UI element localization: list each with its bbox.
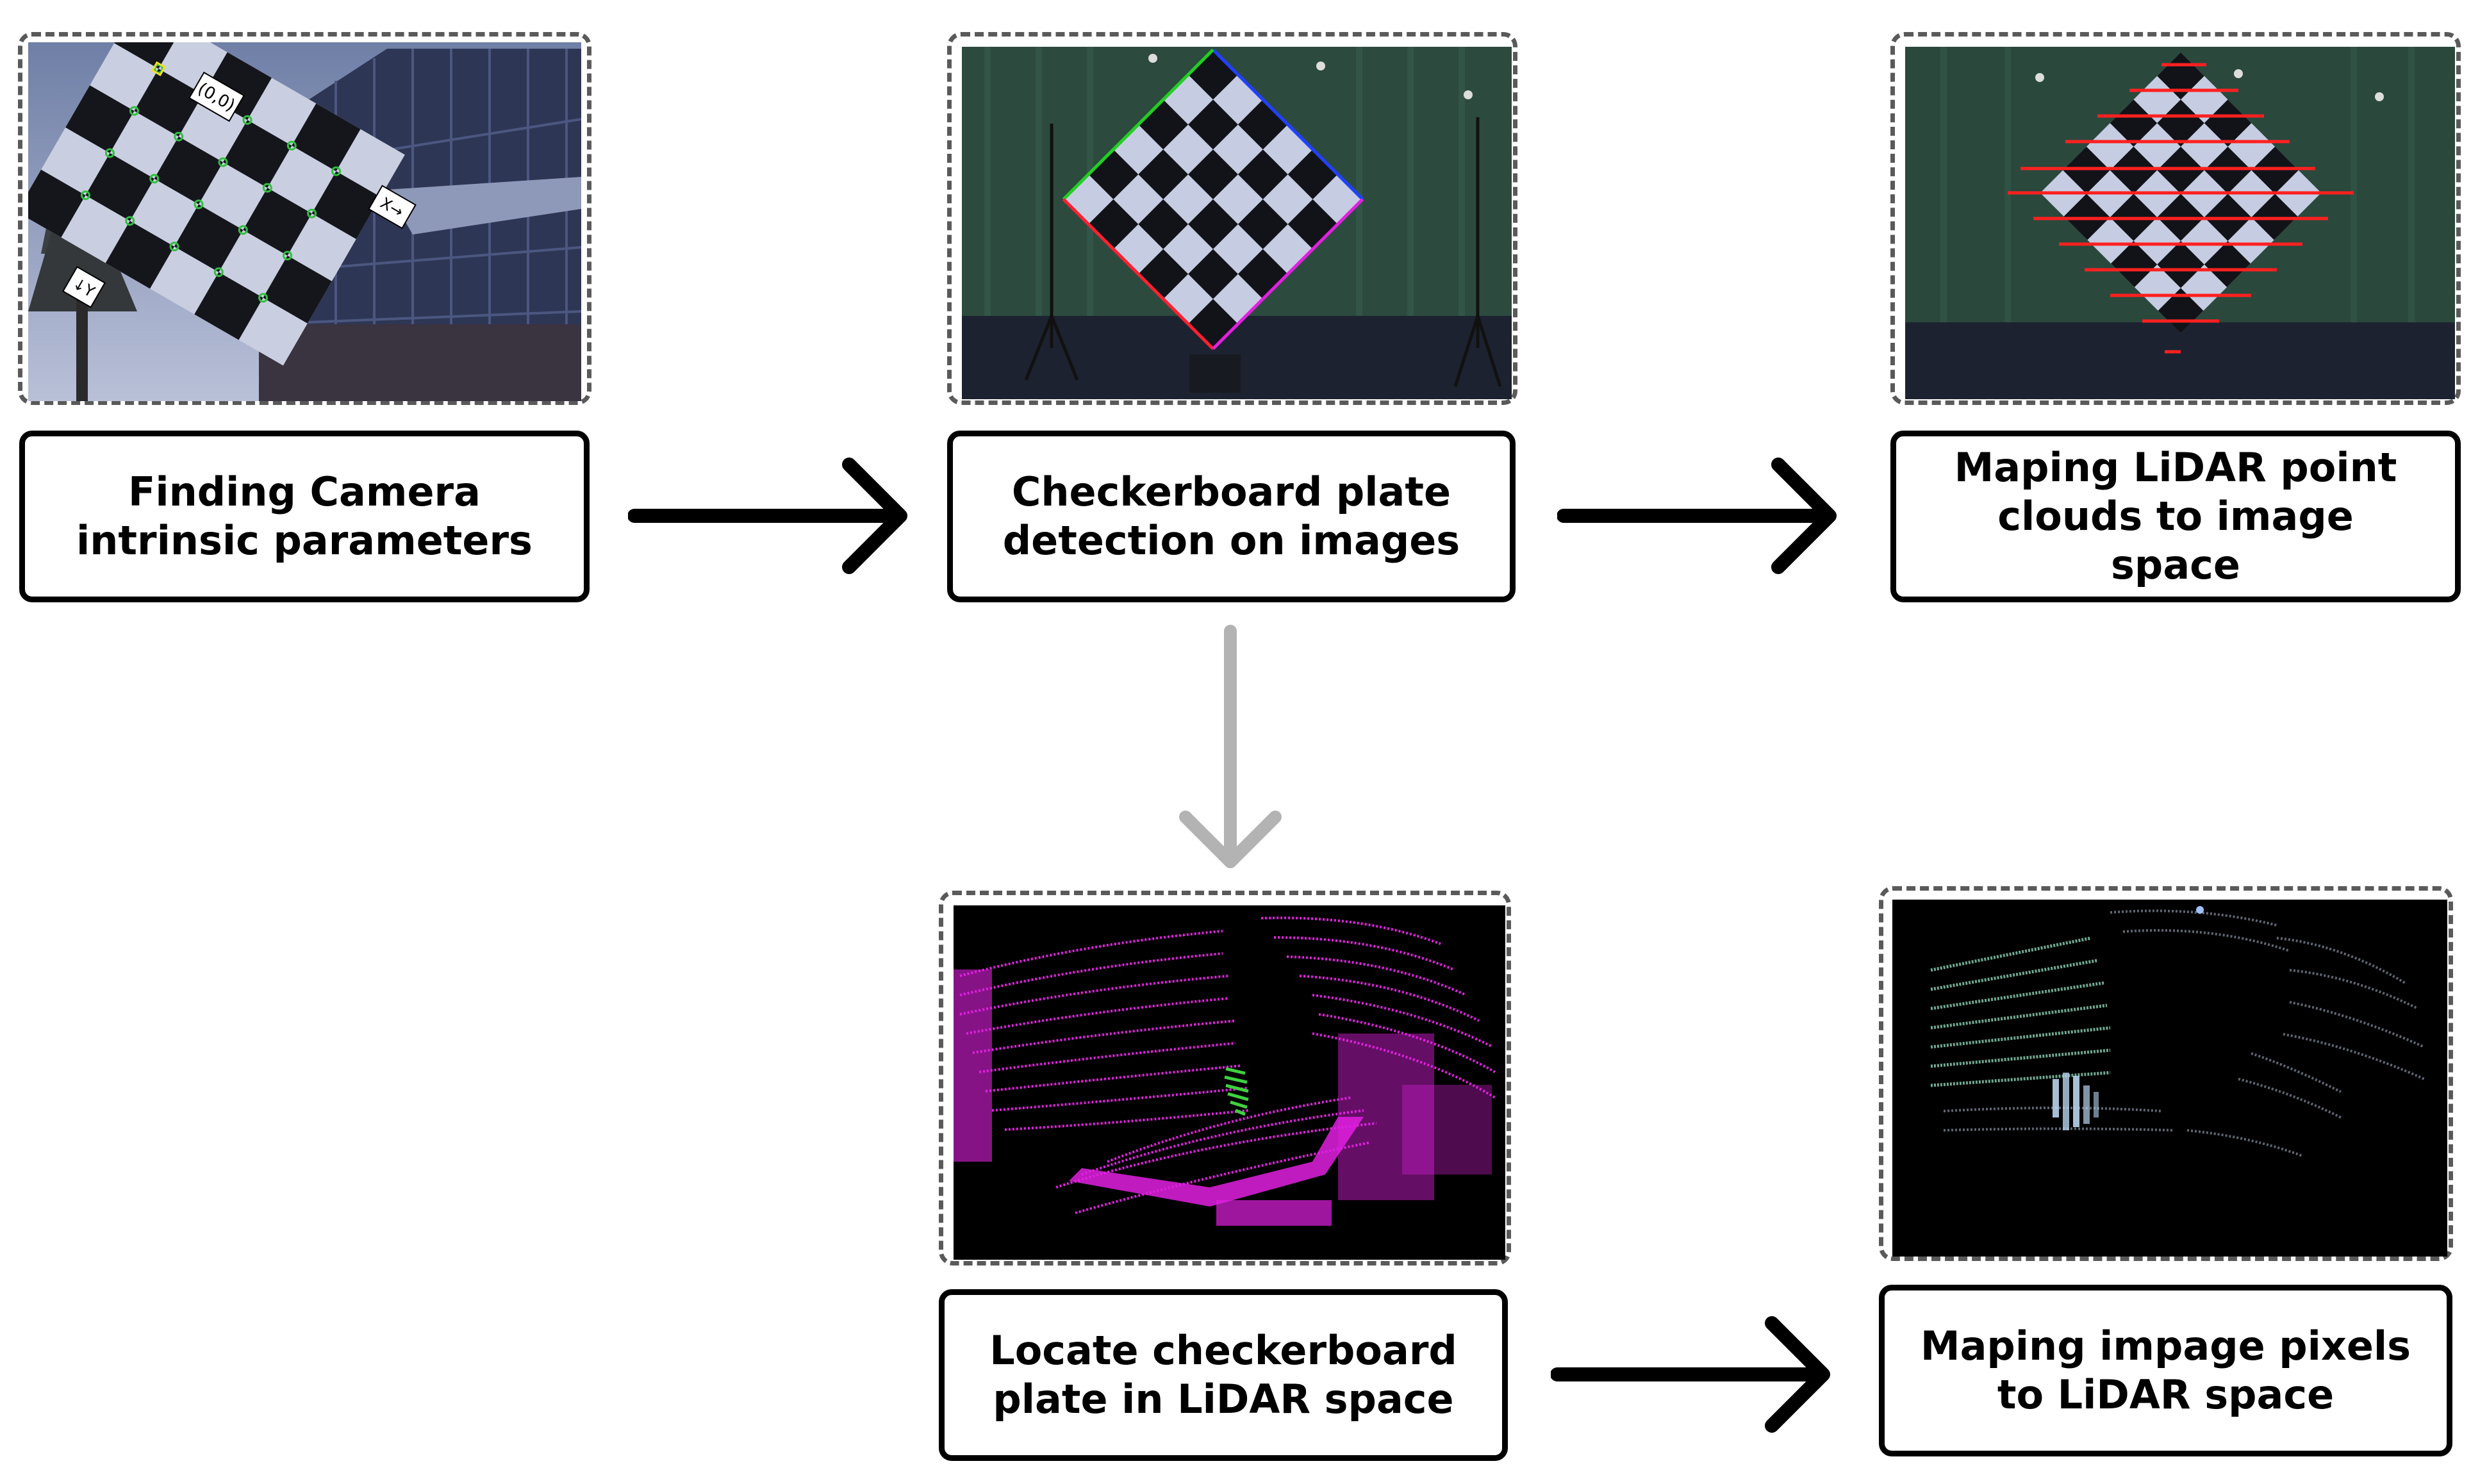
- arrow-intrinsic-to-detection: [628, 458, 907, 574]
- step-detection-box: Checkerboard plate detection on images: [947, 431, 1516, 602]
- step-mapping-pixels-to-lidar-box: Maping impage pixels to LiDAR space: [1879, 1285, 2452, 1456]
- step-intrinsic-label: Finding Camera intrinsic parameters: [76, 468, 533, 564]
- arrow-detection-to-mapping: [1557, 458, 1837, 574]
- step-mapping-lidar-to-image-box: Maping LiDAR point clouds to image space: [1890, 431, 2461, 602]
- y-axis-label: ↓Y: [62, 266, 106, 308]
- camera-calibration-image-frame: (0,0) X→ ↓Y: [18, 32, 591, 405]
- arrow-detection-to-locate: [1179, 625, 1282, 868]
- lidar-overlay-image: [1905, 47, 2455, 399]
- arrow-locate-to-mapping-pixels: [1551, 1316, 1830, 1433]
- step-intrinsic-box: Finding Camera intrinsic parameters: [19, 431, 590, 602]
- step-locate-in-lidar-label: Locate checkerboard plate in LiDAR space: [989, 1327, 1457, 1422]
- lidar-point-cloud-image: [954, 905, 1505, 1260]
- colored-point-cloud-image-frame: [1879, 886, 2453, 1261]
- x-axis-label: X→: [368, 185, 417, 229]
- step-locate-in-lidar-box: Locate checkerboard plate in LiDAR space: [939, 1289, 1508, 1461]
- lidar-overlay-image-frame: [1890, 32, 2461, 405]
- lidar-point-cloud-image-frame: [939, 891, 1511, 1266]
- step-mapping-pixels-to-lidar-label: Maping impage pixels to LiDAR space: [1920, 1323, 2411, 1418]
- step-mapping-lidar-to-image-label: Maping LiDAR point clouds to image space: [1954, 444, 2397, 588]
- checkerboard-detection-image: [962, 47, 1512, 399]
- step-detection-label: Checkerboard plate detection on images: [1002, 468, 1460, 564]
- checkerboard-detection-image-frame: [947, 32, 1517, 405]
- colored-point-cloud-image: [1892, 900, 2447, 1257]
- camera-calibration-image: (0,0) X→ ↓Y: [28, 42, 581, 401]
